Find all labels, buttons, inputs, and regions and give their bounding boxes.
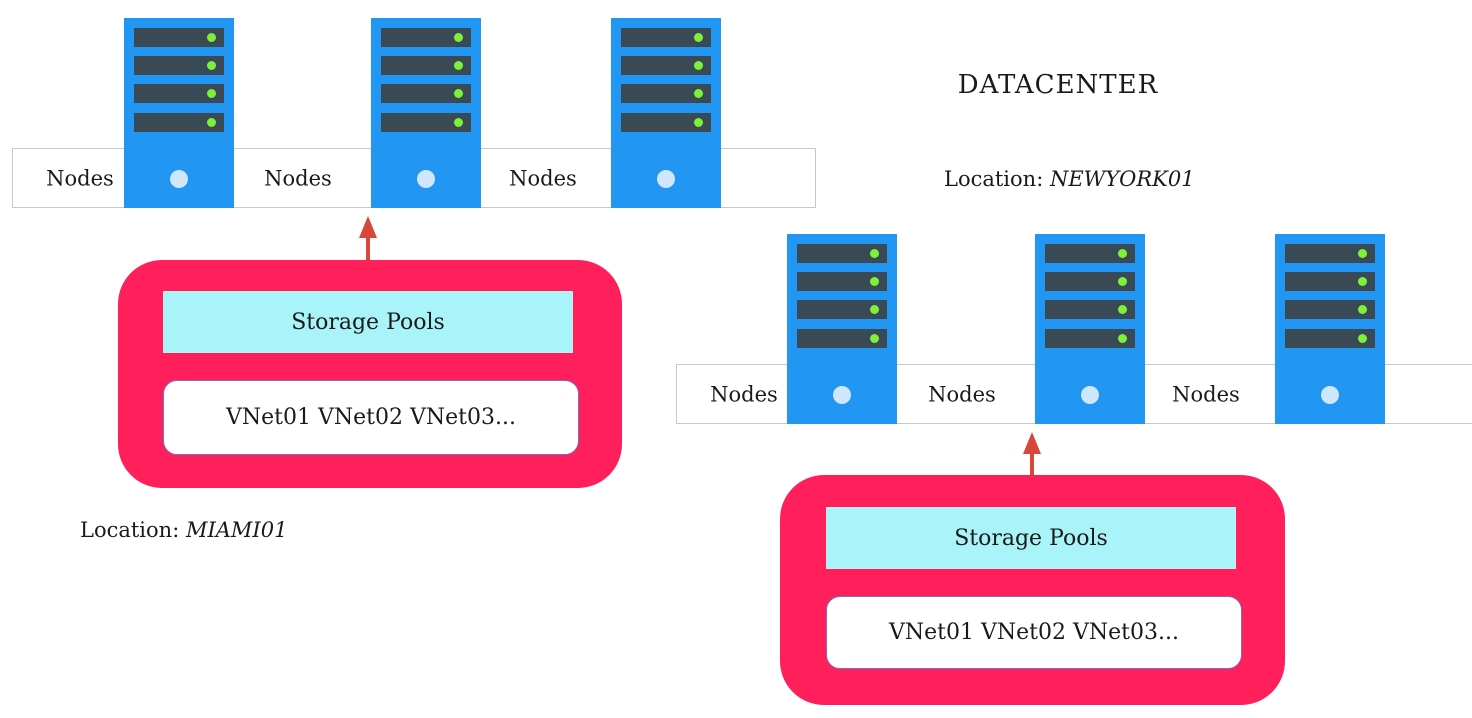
status-led-icon xyxy=(207,118,216,127)
status-led-icon xyxy=(694,89,703,98)
server-rack-icon xyxy=(611,18,721,208)
server-slot xyxy=(381,113,471,132)
status-led-icon xyxy=(694,61,703,70)
vnets-box: VNet01 VNet02 VNet03... xyxy=(163,380,579,455)
power-button-icon xyxy=(417,170,435,188)
node-label: Nodes xyxy=(928,382,996,407)
server-slot xyxy=(381,84,471,103)
vnets-box: VNet01 VNet02 VNet03... xyxy=(826,596,1242,669)
status-led-icon xyxy=(1358,334,1367,343)
status-led-icon xyxy=(870,334,879,343)
location-name: NEWYORK01 xyxy=(1049,167,1195,191)
server-slot xyxy=(621,56,711,75)
server-rack-icon xyxy=(124,18,234,208)
status-led-icon xyxy=(454,33,463,42)
status-led-icon xyxy=(454,89,463,98)
status-led-icon xyxy=(1358,249,1367,258)
arrow-up-icon xyxy=(1022,432,1042,476)
status-led-icon xyxy=(1118,277,1127,286)
server-slot xyxy=(1045,244,1135,263)
server-slot xyxy=(1045,329,1135,348)
location-prefix: Location: xyxy=(80,518,180,542)
storage-pools-bar: Storage Pools xyxy=(163,291,573,353)
node-label: Nodes xyxy=(509,166,577,191)
status-led-icon xyxy=(454,61,463,70)
server-rack-icon xyxy=(1035,234,1145,424)
status-led-icon xyxy=(1358,277,1367,286)
server-slot xyxy=(797,300,887,319)
server-slot xyxy=(134,56,224,75)
status-led-icon xyxy=(454,118,463,127)
server-slot xyxy=(621,84,711,103)
server-slot xyxy=(797,272,887,291)
status-led-icon xyxy=(870,277,879,286)
server-slot xyxy=(1285,272,1375,291)
power-button-icon xyxy=(170,170,188,188)
server-rack-icon xyxy=(787,234,897,424)
power-button-icon xyxy=(657,170,675,188)
node-label: Nodes xyxy=(1172,382,1240,407)
status-led-icon xyxy=(1118,305,1127,314)
status-led-icon xyxy=(207,89,216,98)
status-led-icon xyxy=(207,61,216,70)
power-button-icon xyxy=(1321,386,1339,404)
server-rack-icon xyxy=(371,18,481,208)
status-led-icon xyxy=(1118,249,1127,258)
power-button-icon xyxy=(1081,386,1099,404)
server-rack-icon xyxy=(1275,234,1385,424)
server-slot xyxy=(381,56,471,75)
server-slot xyxy=(381,28,471,47)
server-slot xyxy=(797,329,887,348)
status-led-icon xyxy=(207,33,216,42)
server-slot xyxy=(1285,329,1375,348)
page-title: DATACENTER xyxy=(957,70,1159,100)
status-led-icon xyxy=(870,249,879,258)
server-slot xyxy=(1285,244,1375,263)
status-led-icon xyxy=(1358,305,1367,314)
server-slot xyxy=(797,244,887,263)
node-label: Nodes xyxy=(264,166,332,191)
storage-pools-bar: Storage Pools xyxy=(826,507,1236,569)
node-label: Nodes xyxy=(46,166,114,191)
status-led-icon xyxy=(694,33,703,42)
server-slot xyxy=(1285,300,1375,319)
location-label-newyork: Location: NEWYORK01 xyxy=(944,167,1195,191)
server-slot xyxy=(134,84,224,103)
location-prefix: Location: xyxy=(944,167,1044,191)
server-slot xyxy=(621,28,711,47)
location-name: MIAMI01 xyxy=(185,518,288,542)
status-led-icon xyxy=(870,305,879,314)
power-button-icon xyxy=(833,386,851,404)
server-slot xyxy=(134,28,224,47)
server-slot xyxy=(621,113,711,132)
server-slot xyxy=(134,113,224,132)
status-led-icon xyxy=(694,118,703,127)
node-label: Nodes xyxy=(710,382,778,407)
server-slot xyxy=(1045,300,1135,319)
server-slot xyxy=(1045,272,1135,291)
location-label-miami: Location: MIAMI01 xyxy=(80,518,287,542)
status-led-icon xyxy=(1118,334,1127,343)
arrow-up-icon xyxy=(358,216,378,260)
